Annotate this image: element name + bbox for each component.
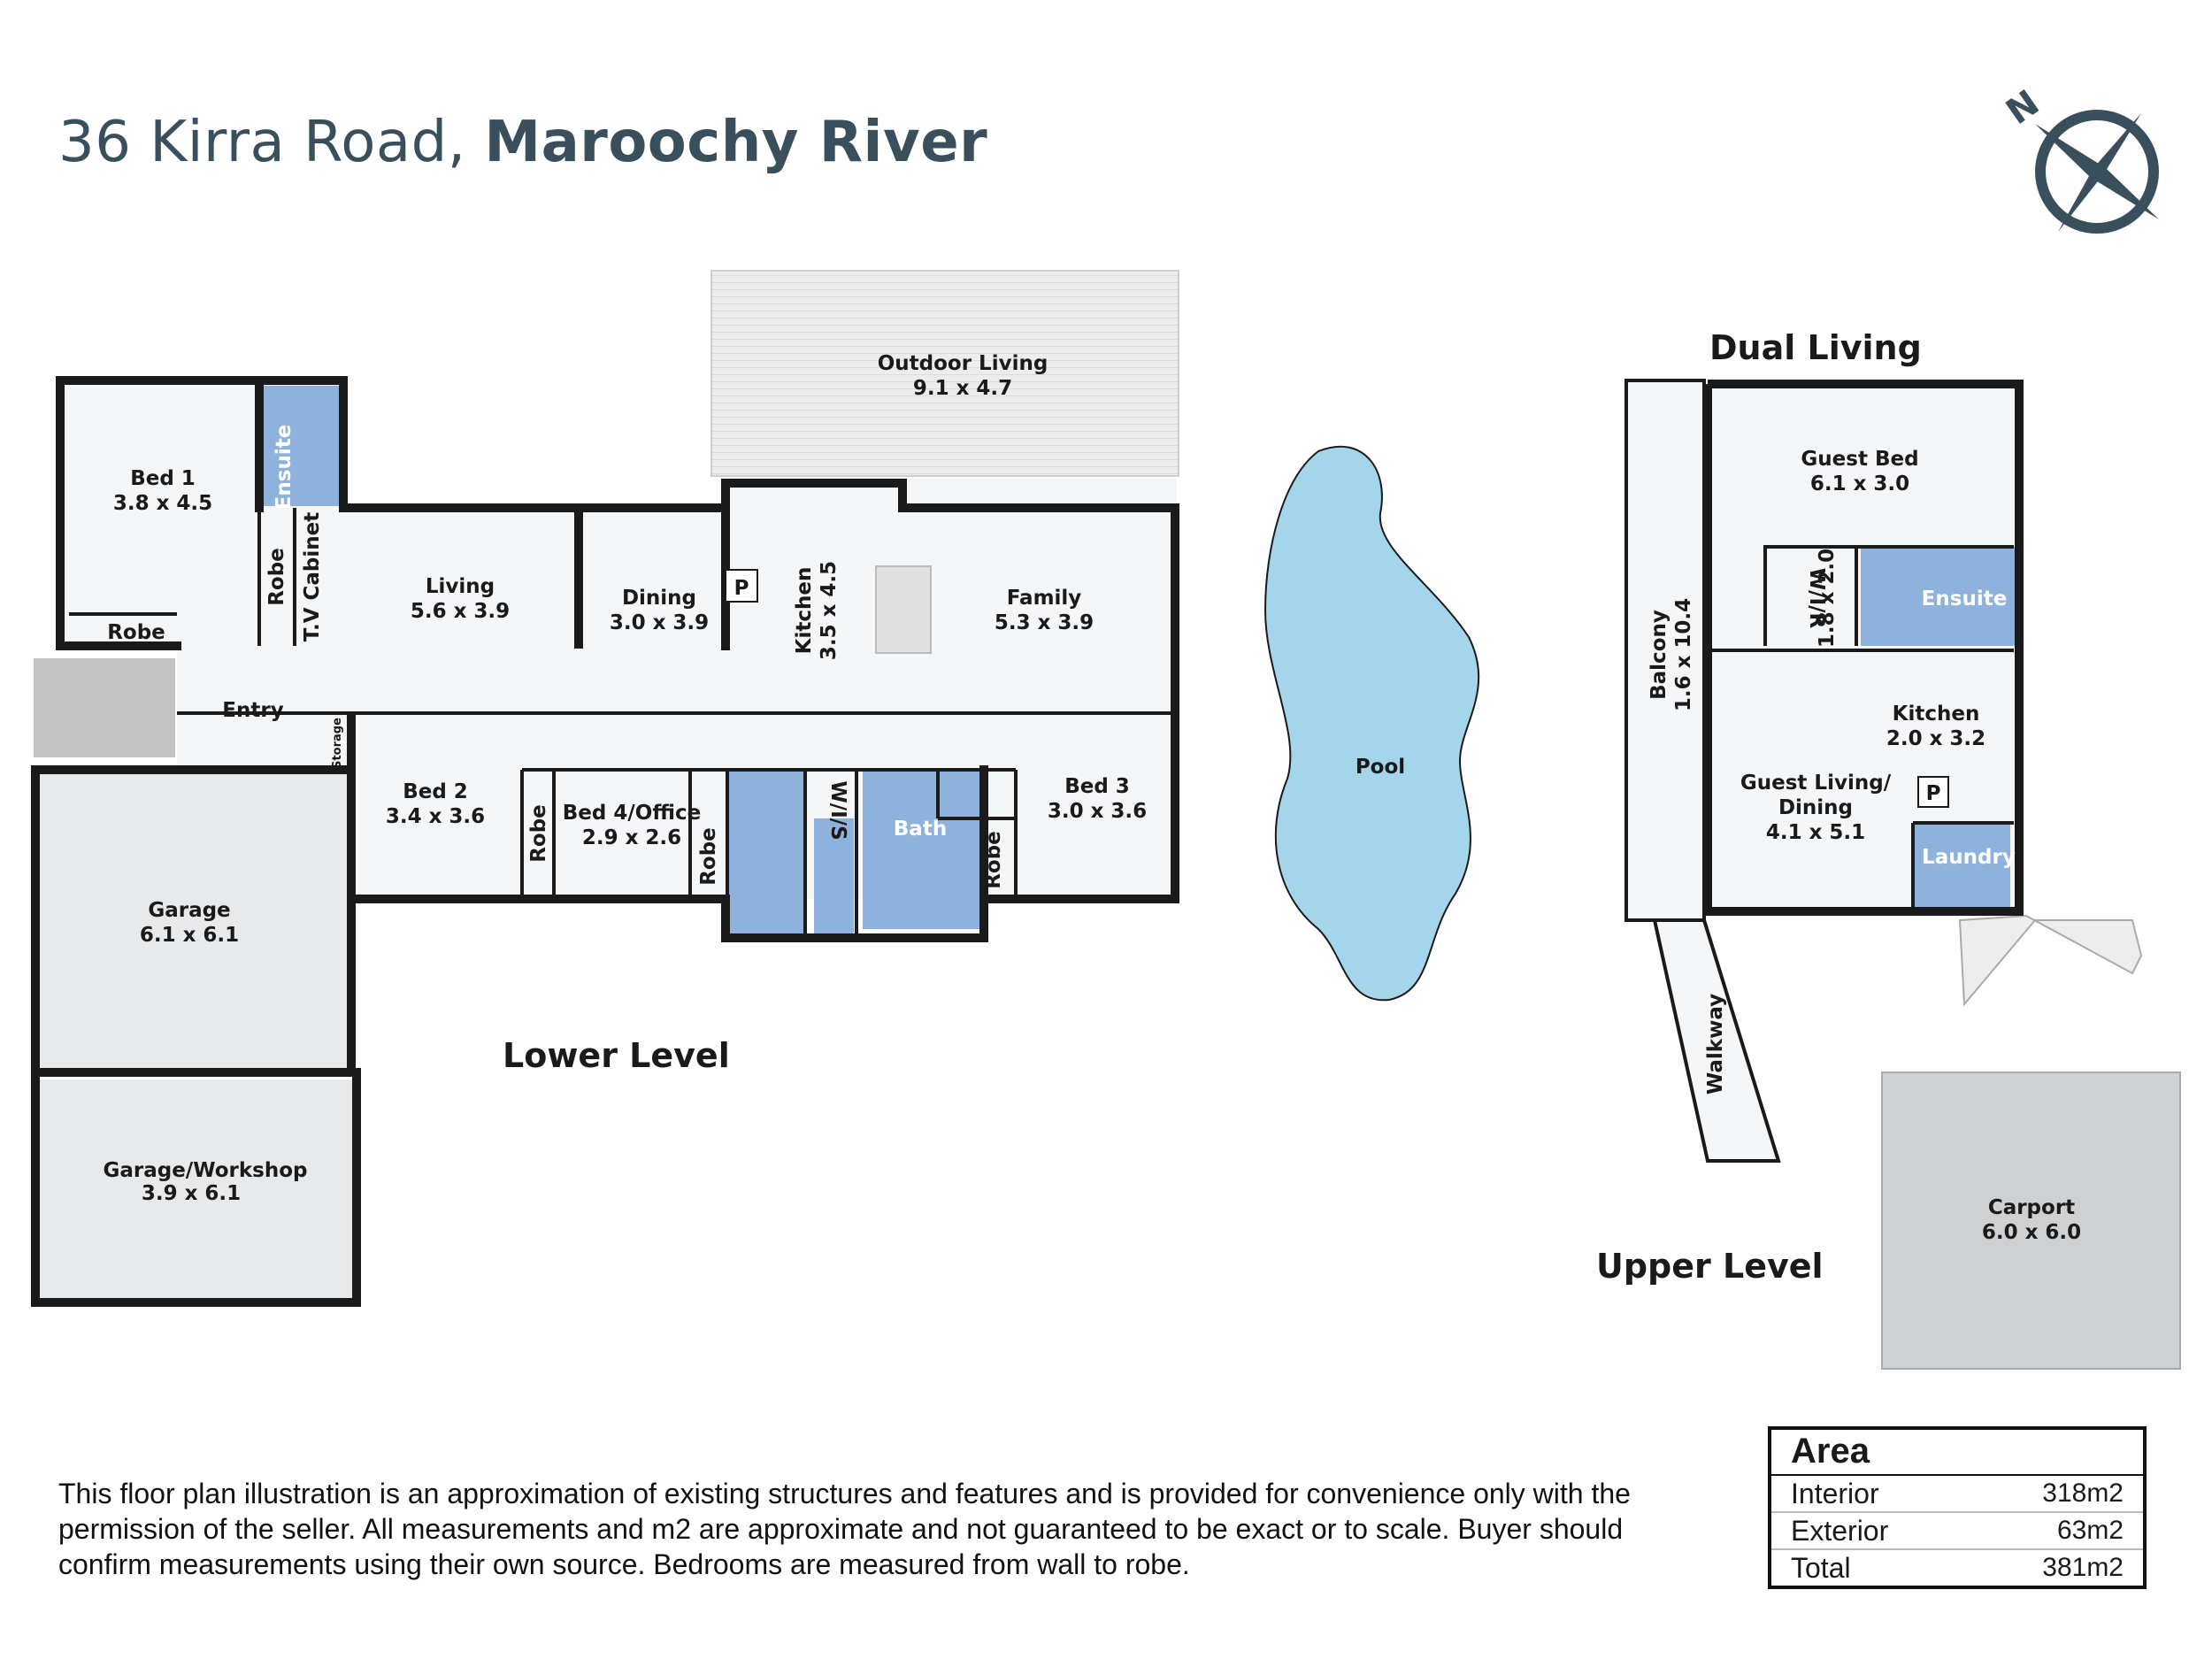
walkway-area — [1652, 918, 1781, 1163]
pool-shape — [1263, 445, 1480, 1002]
label-pantry2: P — [1926, 782, 1941, 805]
label-robe-v1: Robe — [265, 548, 288, 606]
label-walkway: Walkway — [1704, 994, 1727, 1094]
page-title: 36 Kirra Road, Maroochy River — [58, 110, 987, 175]
label-kitchen: Kitchen — [793, 567, 816, 655]
label-tv-cabinet: T.V Cabinet — [301, 512, 324, 641]
label-pool: Pool — [1356, 756, 1405, 779]
area-row-total: Total 381m2 — [1771, 1550, 2143, 1586]
dim-bed4: 2.9 x 2.6 — [582, 826, 681, 849]
workshop-area — [35, 1079, 357, 1302]
label-bed2: Bed 2 — [403, 780, 468, 803]
carport-area — [1881, 1071, 2181, 1370]
label-living: Living — [426, 575, 495, 598]
dim-dining: 3.0 x 3.9 — [610, 611, 709, 634]
area-row-interior: Interior 318m2 — [1771, 1476, 2143, 1513]
area-title: Area — [1771, 1430, 2143, 1476]
upper-level-walls — [1703, 380, 2024, 916]
label-entry: Entry — [222, 699, 283, 722]
room-labels: Outdoor Living 9.1 x 4.7 Bed 1 3.8 x 4.5… — [103, 352, 2081, 1244]
garage-area — [35, 770, 351, 1072]
label-lower-level: Lower Level — [503, 1036, 730, 1075]
area-value: 63m2 — [2056, 1516, 2124, 1545]
label-dining: Dining — [622, 587, 696, 610]
label-robe-bed1: Robe — [107, 621, 165, 644]
dim-bed2: 3.4 x 3.6 — [386, 805, 485, 828]
dim-guest-bed: 6.1 x 3.0 — [1810, 472, 1909, 495]
area-row-exterior: Exterior 63m2 — [1771, 1513, 2143, 1550]
outdoor-living-area — [710, 270, 1179, 477]
address-city: Maroochy River — [484, 110, 988, 175]
area-value: 318m2 — [2042, 1479, 2124, 1508]
area-label: Total — [1791, 1552, 1851, 1584]
area-value: 381m2 — [2042, 1553, 2124, 1582]
label-guest-living: Guest Living/ — [1740, 772, 1892, 795]
label-guest-dining: Dining — [1778, 796, 1853, 819]
label-dual-living: Dual Living — [1709, 328, 1922, 367]
label-robe-bed4: Robe — [697, 827, 720, 886]
label-storage: Storage — [331, 718, 344, 769]
label-upper-level: Upper Level — [1596, 1247, 1824, 1286]
label-garage: Garage — [148, 899, 230, 922]
dim-balcony: 1.6 x 10.4 — [1672, 598, 1695, 711]
compass-north-label: N — [1999, 82, 2047, 133]
disclaimer-text: This floor plan illustration is an appro… — [58, 1478, 1631, 1580]
label-bath: Bath — [894, 818, 947, 841]
label-bed4: Bed 4/Office — [563, 802, 701, 825]
dim-bed1: 3.8 x 4.5 — [113, 492, 212, 515]
label-balcony: Balcony — [1647, 610, 1671, 700]
dim-family: 5.3 x 3.9 — [995, 611, 1094, 634]
label-workshop: Garage/Workshop — [103, 1159, 307, 1182]
bath-wet-area — [727, 770, 805, 936]
label-kitchen2: Kitchen — [1893, 703, 1980, 726]
label-bed3: Bed 3 — [1064, 775, 1130, 798]
label-pantry: P — [734, 577, 749, 600]
ensuite-wet-area — [264, 386, 342, 506]
stairs — [1958, 914, 2143, 1007]
dim-guest-living: 4.1 x 5.1 — [1766, 821, 1865, 844]
compass-icon: N — [1999, 82, 2159, 234]
label-laundry: Laundry — [1922, 846, 2016, 869]
label-outdoor: Outdoor Living — [878, 352, 1048, 375]
label-robe-bed2: Robe — [527, 804, 550, 863]
dim-living: 5.6 x 3.9 — [411, 600, 510, 623]
dim-carport: 6.0 x 6.0 — [1982, 1221, 2081, 1244]
area-label: Exterior — [1791, 1515, 1889, 1547]
label-bed1: Bed 1 — [130, 467, 196, 490]
lower-level-walls — [31, 376, 1179, 1307]
pantry-box — [725, 569, 758, 603]
dim-wir: 1.8 x 2.0 — [1816, 549, 1839, 648]
label-family: Family — [1007, 587, 1082, 610]
label-ensuite2: Ensuite — [1922, 588, 2008, 611]
kitchen-island — [875, 565, 932, 654]
address-street: 36 Kirra Road, — [58, 110, 466, 175]
dim-kitchen: 3.5 x 4.5 — [818, 561, 841, 660]
entry-porch — [34, 658, 175, 757]
label-ensuite1: Ensuite — [273, 425, 296, 511]
area-label: Interior — [1791, 1478, 1879, 1509]
dim-bed3: 3.0 x 3.6 — [1048, 800, 1147, 823]
dim-kitchen2: 2.0 x 3.2 — [1886, 727, 1985, 750]
upper-pantry-box — [1917, 776, 1949, 808]
label-wis: W/I/S — [826, 780, 849, 840]
lower-level-floor — [60, 380, 1177, 899]
dim-outdoor: 9.1 x 4.7 — [913, 377, 1012, 400]
label-guest-bed: Guest Bed — [1801, 448, 1918, 471]
label-wir: W/I/R — [1805, 568, 1828, 629]
dim-workshop: 3.9 x 6.1 — [142, 1182, 241, 1205]
label-carport: Carport — [1988, 1196, 2075, 1219]
area-summary-table: Area Interior 318m2 Exterior 63m2 Total … — [1768, 1426, 2147, 1589]
label-robe-bed3: Robe — [982, 831, 1005, 889]
dim-garage: 6.1 x 6.1 — [140, 924, 239, 947]
